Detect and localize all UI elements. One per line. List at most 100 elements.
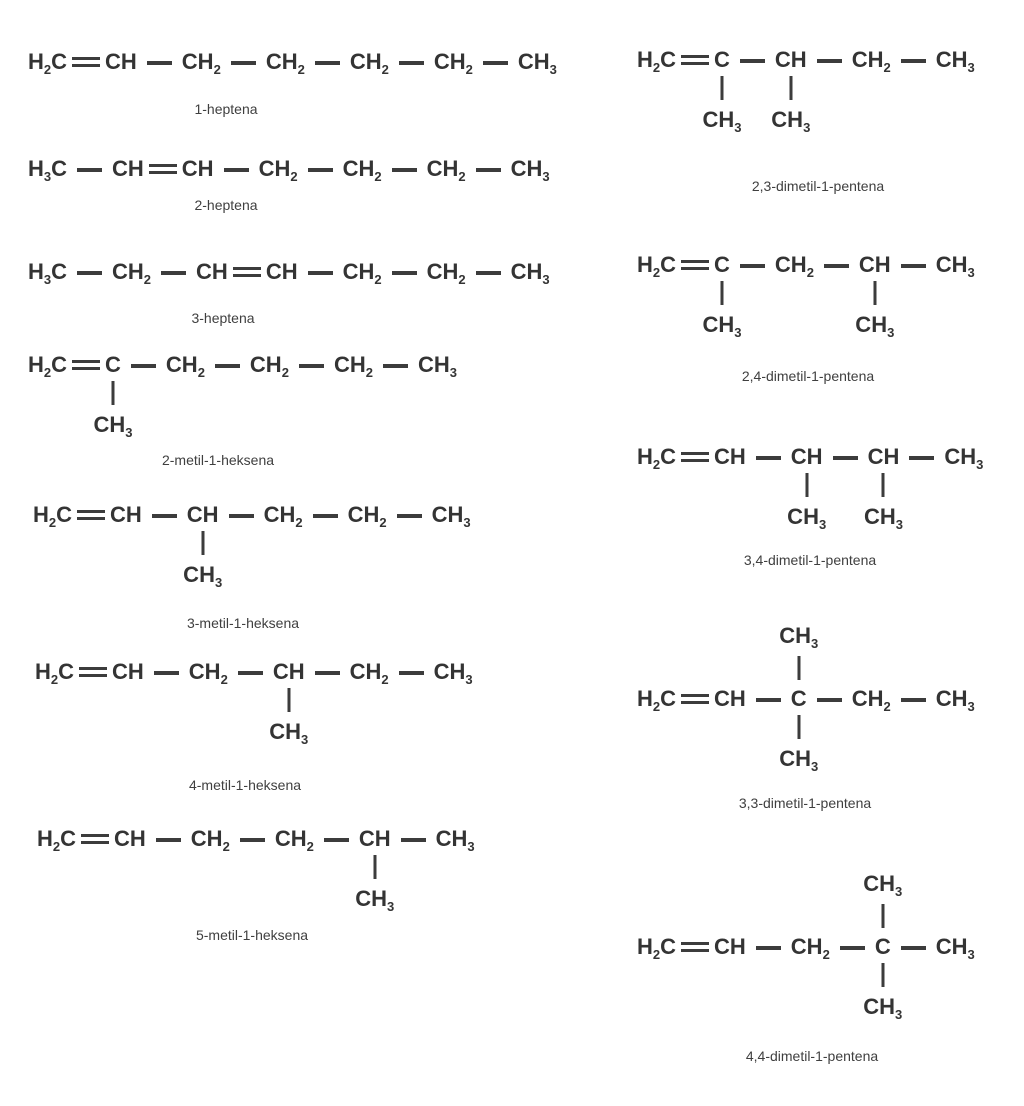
subscript: 3 [734,120,742,135]
vertical-bond [797,715,801,739]
molecule-label: 1-heptena [194,101,258,117]
molecule-label: 3,3-dimetil-1-pentena [738,795,872,811]
single-bond [900,264,926,268]
subscript: 3 [300,732,309,747]
subscript: 2 [306,839,314,854]
branch-group-CH3: CH3 [779,623,819,651]
atom-group-CH2: CH2 [188,659,228,687]
single-bond [832,456,858,460]
subscript: 2 [652,457,661,472]
subscript: 2 [290,169,298,184]
atom-group-CH3: CH3 [510,156,550,184]
atom-group-CH2: CH2 [165,352,205,380]
subscript: 2 [379,515,387,530]
atom-group-CH3: CH3 [431,502,471,530]
atom-group-CH2: CH2 [426,156,466,184]
single-bond [130,364,156,368]
methyl-branch-down: CH3 [702,76,741,134]
molecule-label: 2,4-dimetil-1-pentena [741,368,875,384]
subscript: 3 [465,672,473,687]
subscript: 2 [381,672,389,687]
atom-group-CH: CH [112,659,144,684]
atom-group-CH: CH [181,156,214,181]
methyl-branch-up: CH3 [863,870,902,928]
subscript: 2 [48,515,57,530]
atom-group-H2C: H2C [637,252,677,280]
atom-group-CH2: CH2 [851,47,891,75]
subscript: 2 [43,62,52,77]
double-bond-line [79,674,108,677]
subscript: 2 [652,947,661,962]
branch-group-CH3: CH3 [863,504,903,532]
atom-group-H2C: H2C [637,934,677,962]
subscript: 2 [43,365,52,380]
atom-group-CH2: CH2 [433,49,473,77]
molecule-label: 2,3-dimetil-1-pentena [751,178,885,194]
subscript: 3 [967,265,975,280]
subscript: 3 [542,169,550,184]
single-bond [155,838,181,842]
molecule-label: 2-heptena [194,197,258,213]
atom-group-H2C: H2C [28,352,68,380]
subscript: 3 [976,457,984,472]
single-bond [816,59,842,63]
single-bond [755,946,781,950]
molecule-label: 2-metil-1-heksena [161,452,275,468]
subscript: 2 [458,169,466,184]
atom-group-CH2: CH2 [851,686,891,714]
methyl-branch-down: CH3 [702,281,741,339]
atom-group-CH2: CH2 [112,259,152,287]
atom-group-CH3: CH3 [517,49,557,77]
single-bond [396,514,422,518]
molecule-label: 3-heptena [191,310,255,326]
molecule-label: 3,4-dimetil-1-pentena [743,552,877,568]
subscript: 3 [125,425,133,440]
single-bond [816,698,842,702]
double-bond [79,667,108,677]
single-bond [307,271,333,275]
atom-group-CH2: CH2 [349,49,389,77]
subscript: 2 [50,672,59,687]
subscript: 3 [895,517,903,532]
atom-group-H3C: H3C [28,259,68,287]
single-bond [400,838,426,842]
subscript: 2 [52,839,61,854]
subscript: 2 [365,365,373,380]
double-bond-line [681,942,710,945]
single-bond [230,61,256,65]
single-bond [398,61,424,65]
subscript: 3 [386,899,395,914]
double-bond-line [681,267,710,270]
subscript: 2 [806,265,814,280]
subscript: 3 [887,325,895,340]
atom-group-CH2: CH2 [274,826,314,854]
subscript: 3 [43,272,52,287]
atom-group-CH2: CH2 [190,826,230,854]
atom-group-CH2: CH2 [342,156,382,184]
single-bond [739,264,765,268]
methyl-branch-down: CH3 [779,715,818,773]
double-bond-line [148,171,177,174]
double-bond [681,55,710,65]
single-bond [323,838,349,842]
methyl-branch-down: CH3 [183,531,222,589]
vertical-bond [797,656,801,680]
double-bond [148,164,177,174]
subscript: 2 [465,62,473,77]
atom-group-CH3: CH3 [944,444,984,472]
branch-group-CH3: CH3 [863,871,903,899]
single-bond [900,698,926,702]
single-bond [161,271,187,275]
atom-group-H2C: H2C [637,444,677,472]
double-bond [232,267,261,277]
double-bond-line [681,452,710,455]
double-bond-line [148,164,177,167]
atom-group-CH3: CH3 [935,934,975,962]
